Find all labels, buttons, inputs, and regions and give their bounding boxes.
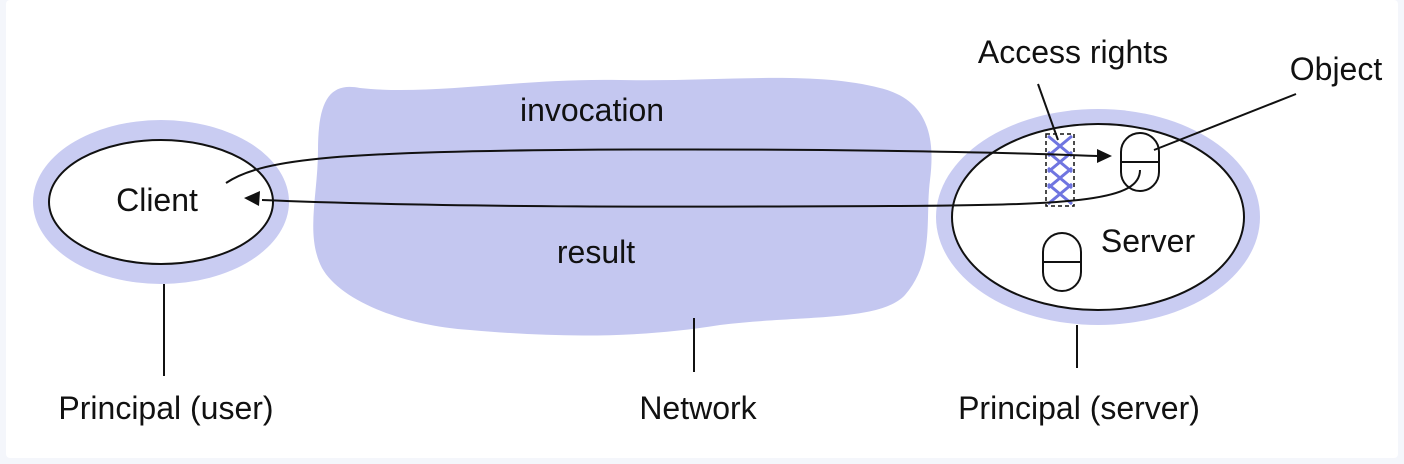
result-arrow — [261, 169, 1141, 208]
object-leader — [1153, 93, 1297, 151]
invocation-arrow — [225, 148, 1099, 184]
server-ellipse[interactable] — [951, 123, 1245, 311]
network-label: Network — [639, 390, 757, 426]
access-rights-leader — [1037, 83, 1059, 141]
client-ellipse[interactable] — [48, 139, 274, 265]
invocation-arrowhead — [1097, 149, 1112, 163]
result-arrowhead — [244, 191, 260, 206]
client-label: Client — [116, 182, 198, 218]
server-label: Server — [1101, 223, 1196, 259]
invocation-label: invocation — [520, 92, 664, 128]
principal-user-label: Principal (user) — [58, 390, 273, 426]
access-rights-barrier — [1045, 133, 1075, 207]
principal-server-label: Principal (server) — [958, 390, 1200, 426]
access-rights-label: Access rights — [978, 34, 1168, 70]
object-capsule-other[interactable] — [1042, 232, 1082, 292]
object-capsule-target[interactable] — [1120, 132, 1160, 192]
object-label: Object — [1290, 51, 1383, 87]
result-label: result — [557, 234, 635, 270]
